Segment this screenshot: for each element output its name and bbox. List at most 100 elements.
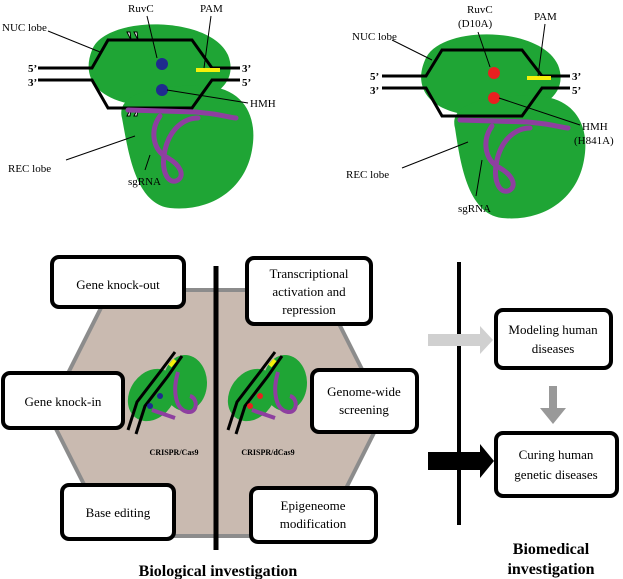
mini-cas9-pam	[168, 358, 177, 368]
dcas9-pam-leader	[537, 23, 546, 77]
down-arrow	[540, 386, 566, 424]
screening-line-1: Genome-wide	[327, 384, 401, 399]
base-editing-label: Base editing	[86, 505, 151, 520]
cas9-hmh-leader	[166, 89, 249, 104]
cas9-sgrna-label: sgRNA	[128, 176, 161, 188]
transcriptional-box	[245, 256, 373, 326]
dcas9-hmh-label: HMH	[582, 121, 608, 133]
dcas9-sgrna-label: sgRNA	[458, 203, 491, 215]
knock-out-box	[50, 255, 186, 309]
crispr-cas9-label: CRISPR/Cas9	[150, 448, 199, 457]
cas9-ruvc-site	[156, 58, 168, 70]
screening-line-2: screening	[339, 402, 389, 417]
dcas9-structure: NUC lobe RuvC (D10A) PAM HMH (H841A) REC…	[346, 4, 614, 219]
light-arrow	[428, 326, 493, 354]
cas9-cut-top-2	[133, 31, 139, 41]
mini-dcas9-icon	[226, 351, 307, 435]
dcas9-dna-bottom	[382, 86, 570, 118]
dark-arrow	[428, 444, 494, 478]
cas9-rec-label: REC lobe	[8, 163, 51, 175]
cas9-dna-top-left-end: 5’	[28, 63, 37, 75]
epigenome-box	[249, 486, 378, 544]
mini-dcas9-pam	[268, 358, 277, 368]
base-editing-box	[60, 483, 176, 541]
crispr-dcas9-label: CRISPR/dCas9	[241, 448, 294, 457]
dcas9-rec-leader	[401, 141, 469, 169]
cas9-ruvc-label: RuvC	[128, 3, 154, 15]
screening-box	[310, 368, 419, 434]
cas9-dna-bottom	[38, 78, 240, 110]
mini-cas9-site-1	[157, 393, 163, 399]
dcas9-ruvc-label: RuvC	[467, 4, 493, 16]
modeling-box	[494, 308, 613, 370]
dcas9-nuc-leader	[391, 39, 433, 61]
cas9-pam-label: PAM	[200, 3, 223, 15]
dcas9-ruvc-leader	[477, 31, 491, 68]
cas9-rec-leader	[65, 135, 136, 161]
dcas9-dna-top-left-end: 5’	[370, 71, 379, 83]
cas9-dna-top-right-end: 3’	[242, 63, 251, 75]
application-box-screening: Genome-wide screening	[310, 368, 419, 434]
application-box-knock-out: Gene knock-out	[50, 255, 186, 309]
dcas9-rec-label: REC lobe	[346, 169, 389, 181]
cas9-hmh-label: HMH	[250, 98, 276, 110]
dcas9-dna-bottom-right-end: 5’	[572, 85, 581, 97]
knock-in-label: Gene knock-in	[25, 394, 102, 409]
mini-cas9-site-2	[147, 403, 153, 409]
biomedical-panel: Modeling human diseases Curing human gen…	[428, 262, 619, 578]
mini-cas9-sgrna	[151, 371, 198, 420]
outcome-box-curing: Curing human genetic diseases	[494, 431, 619, 498]
mini-dcas9-sgrna	[251, 371, 298, 420]
mini-dcas9-site-1	[257, 393, 263, 399]
cas9-sgrna-leader	[144, 154, 151, 171]
biological-investigation-title: Biological investigation	[139, 563, 298, 579]
application-box-knock-in: Gene knock-in	[1, 371, 125, 430]
curing-box	[494, 431, 619, 498]
cas9-nuc-label: NUC lobe	[2, 22, 47, 34]
epigenome-line-1: Epigeneome	[281, 498, 346, 513]
dcas9-hmh-mutation: (H841A)	[574, 135, 614, 147]
dcas9-nuc-label: NUC lobe	[352, 31, 397, 43]
cas9-ruvc-leader	[146, 15, 158, 59]
mini-cas9-dna	[126, 351, 184, 435]
applications-panel: CRISPR/Cas9 CRISPR/dCas9 Gene knock-out …	[1, 255, 419, 579]
mini-cas9-icon	[126, 351, 207, 435]
dcas9-rec-lobe	[454, 95, 586, 219]
outcome-box-modeling: Modeling human diseases	[494, 308, 613, 370]
application-box-base-editing: Base editing	[60, 483, 176, 541]
knock-out-label: Gene knock-out	[76, 277, 160, 292]
cas9-cut-top-1	[126, 31, 132, 41]
dcas9-dna-bottom-left-end: 3’	[370, 85, 379, 97]
transcriptional-line-3: repression	[282, 302, 336, 317]
biomedical-title-line-2: investigation	[507, 561, 594, 578]
curing-line-2: genetic diseases	[514, 467, 597, 482]
transcriptional-line-2: activation and	[272, 284, 346, 299]
epigenome-line-2: modification	[280, 516, 347, 531]
cas9-dna-bottom-right-end: 5’	[242, 77, 251, 89]
dcas9-hmh-site	[488, 92, 500, 104]
mini-dcas9-site-2	[247, 403, 253, 409]
cas9-dna-bottom-left-end: 3’	[28, 77, 37, 89]
curing-line-1: Curing human	[519, 447, 594, 462]
dcas9-dna-top-right-end: 3’	[572, 71, 581, 83]
modeling-line-2: diseases	[532, 341, 575, 356]
dcas9-sgrna	[457, 117, 571, 194]
modeling-line-1: Modeling human	[508, 322, 598, 337]
knock-in-box	[1, 371, 125, 430]
cas9-hmh-site	[156, 84, 168, 96]
transcriptional-line-1: Transcriptional	[270, 266, 349, 281]
application-box-transcriptional: Transcriptional activation and repressio…	[245, 256, 373, 326]
dcas9-sgrna-leader	[475, 159, 483, 197]
cas9-pam-leader	[203, 15, 212, 69]
cas9-structure: NUC lobe RuvC PAM HMH REC lobe sgRNA 5’ …	[2, 3, 276, 209]
mini-dcas9-dna	[226, 351, 284, 435]
dcas9-hmh-leader	[498, 97, 581, 126]
cas9-nuc-leader	[47, 30, 101, 53]
dcas9-ruvc-site	[488, 67, 500, 79]
application-box-epigenome: Epigeneome modification	[249, 486, 378, 544]
dcas9-pam-label: PAM	[534, 11, 557, 23]
dcas9-ruvc-mutation: (D10A)	[458, 18, 493, 30]
cas9-rec-lobe	[121, 85, 254, 209]
cas9-sgrna	[125, 107, 239, 184]
